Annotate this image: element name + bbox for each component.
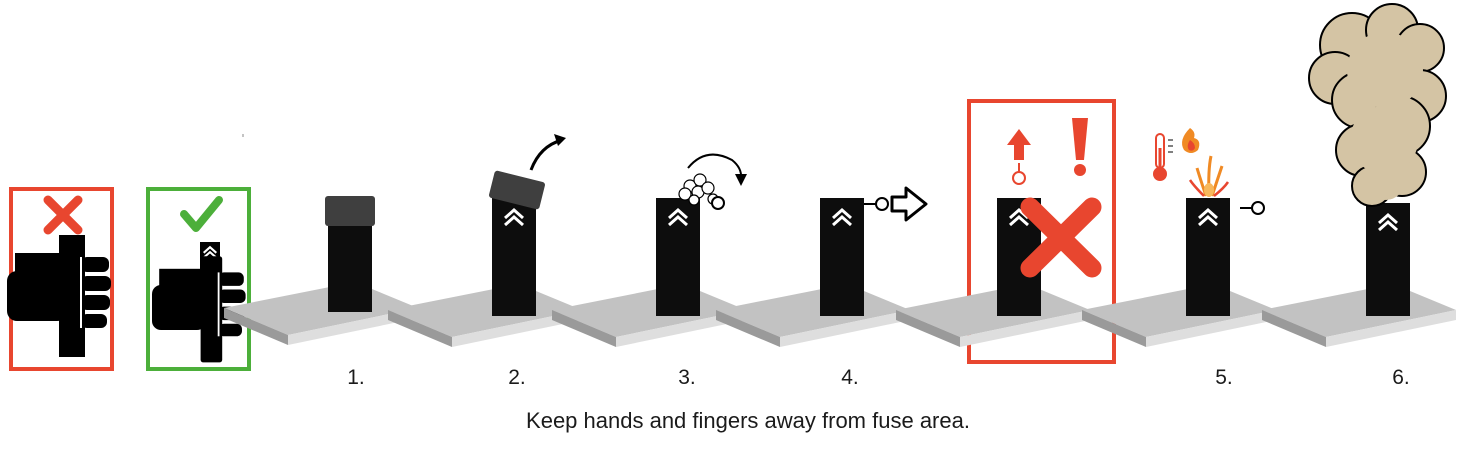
thermometer-icon [1153,133,1173,181]
flame-icon [1182,128,1200,153]
wrong-grip-panel [6,187,114,371]
packing-material [678,173,719,206]
step-label-5: 5. [1215,366,1233,389]
arrow-icon [890,186,928,222]
arrow-icon [529,134,566,171]
step-3-illustration [552,153,747,347]
step-6-illustration [1262,3,1456,347]
sparks-icon [1188,155,1230,197]
step-label-3: 3. [678,366,696,389]
arrow-icon [687,153,747,186]
step-label-2: 2. [508,366,526,389]
correct-grip-panel [146,187,251,371]
cross-icon [43,195,83,235]
cap [325,196,375,226]
step-label-6: 6. [1392,366,1410,389]
caption: Keep hands and fingers away from fuse ar… [526,408,970,433]
hand-icon [151,242,247,364]
canister [1366,203,1410,316]
canister [328,220,372,312]
exclamation-icon [1072,118,1088,176]
cap [489,170,545,210]
step-5-illustration [1082,128,1276,347]
step-label-1: 1. [347,366,365,389]
hand-icon [6,235,112,358]
warning-panel [896,99,1116,364]
cross-icon [1020,197,1102,278]
check-icon [180,196,223,232]
step-label-4: 4. [841,366,859,389]
step-2-illustration [388,134,582,347]
step-4-illustration [716,186,928,347]
step-1-illustration [224,196,418,345]
up-arrow-icon [1007,129,1031,160]
